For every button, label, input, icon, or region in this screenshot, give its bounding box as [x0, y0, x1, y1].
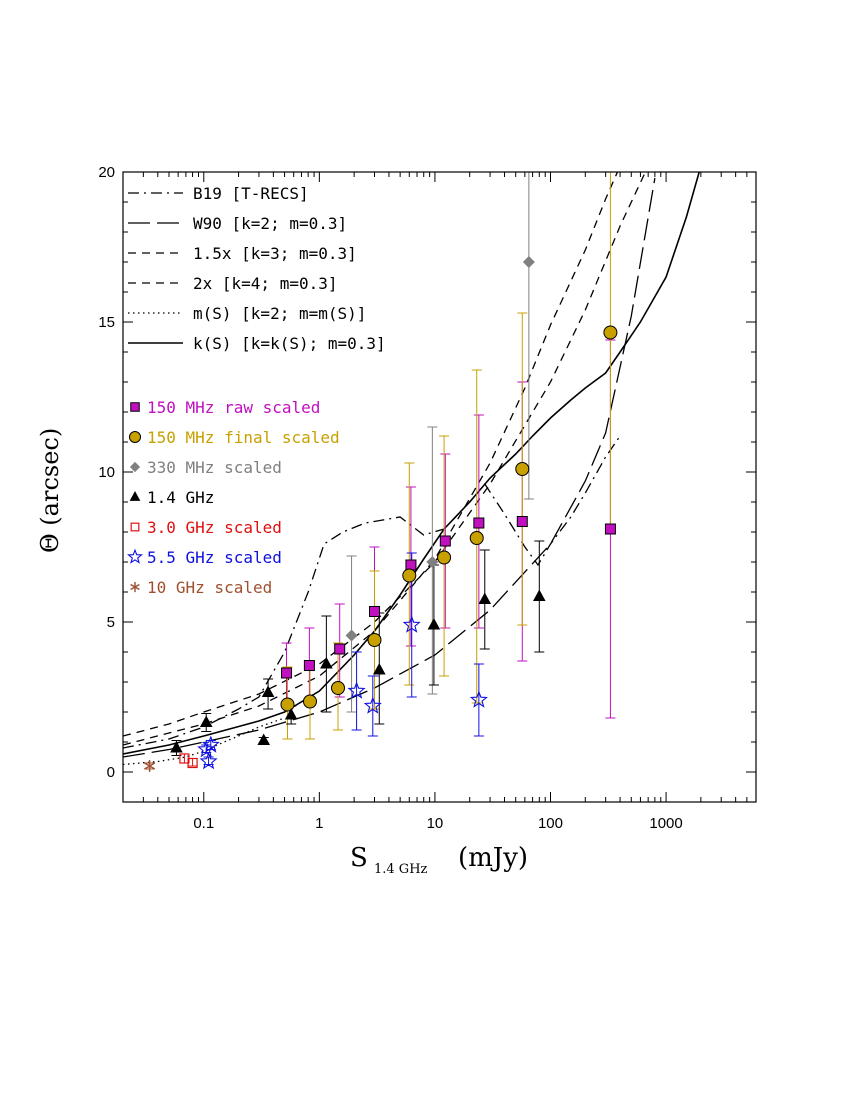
y-tick-label: 0	[107, 764, 115, 781]
marker-s5-p6	[469, 690, 488, 708]
marker-s1-p6	[469, 531, 484, 545]
marker-s3-p3	[261, 685, 275, 698]
marker-s0-p3	[368, 606, 380, 617]
y-tick-label: 10	[98, 464, 115, 481]
marker-s5-p2	[199, 751, 218, 770]
marker-s5-p4	[363, 696, 382, 714]
marker-s2-p2	[522, 256, 535, 268]
legend-series-label: 150 MHz final scaled	[147, 428, 340, 447]
marker-s0-p0	[281, 667, 293, 679]
curve-k4	[123, 172, 647, 737]
legend-series-label: 330 MHz scaled	[147, 458, 282, 477]
x-tick-label: 1000	[649, 815, 682, 832]
curve-w90	[123, 177, 656, 758]
legend-marker	[129, 491, 141, 501]
marker-s3-p9	[532, 589, 546, 602]
legend-line-label: 1.5x [k=3; m=0.3]	[193, 244, 357, 263]
marker-s5-p3	[347, 681, 366, 699]
marker-s3-p4	[284, 708, 298, 720]
marker-s3-p6	[372, 663, 386, 675]
curve-k3	[123, 172, 619, 746]
marker-s0-p7	[516, 516, 528, 527]
marker-s2-p0	[345, 629, 358, 642]
marker-s3-p0	[170, 741, 183, 753]
y-tick-label: 20	[98, 164, 115, 181]
marker-s3-p8	[478, 592, 492, 605]
x-tick-label: 0.1	[193, 815, 214, 832]
x-tick-label: 100	[538, 815, 563, 832]
legend-series-label: 150 MHz raw scaled	[147, 398, 320, 417]
model-curves	[123, 172, 701, 766]
legend-series-label: 5.5 GHz scaled	[147, 548, 282, 567]
marker-s1-p4	[402, 568, 417, 583]
x-axis-label-subscript: 1.4 GHz	[374, 862, 428, 877]
legend-line-label: 2x [k=4; m=0.3]	[193, 274, 338, 293]
marker-s1-p5	[437, 550, 452, 565]
axes: 0.1 1 10 100 1000 0 5 10 15 20	[98, 164, 757, 832]
marker-s4-p1	[187, 757, 198, 769]
x-axis-label-unit: (mJy)	[458, 843, 528, 873]
y-tick-label: 5	[107, 614, 115, 631]
y-axis-label: Θ (arcsec)	[36, 428, 64, 553]
data-markers	[144, 256, 618, 773]
legend-marker	[130, 402, 140, 412]
legend-series-label: 3.0 GHz scaled	[147, 518, 282, 537]
legend-marker	[129, 461, 141, 473]
marker-s1-p3	[367, 633, 382, 647]
marker-s3-p1	[199, 715, 213, 728]
legend-series-label: 1.4 GHz	[147, 488, 214, 507]
marker-s3-p2	[257, 733, 271, 746]
legend-marker	[128, 430, 142, 444]
marker-s3-p7	[427, 618, 441, 630]
legend-series-label: 10 GHz scaled	[147, 578, 272, 597]
legend-marker	[126, 548, 144, 564]
plot-frame	[122, 171, 757, 803]
curve-b19	[123, 435, 621, 749]
legend-line-label: m(S) [k=2; m=m(S)]	[193, 304, 366, 323]
marker-s5-p1	[201, 735, 220, 753]
marker-s1-p7	[515, 462, 530, 476]
marker-s2-p1	[426, 556, 439, 568]
marker-s1-p2	[331, 681, 346, 695]
marker-s3-p5	[320, 657, 333, 669]
y-tick-label: 15	[98, 314, 115, 331]
marker-s0-p4	[405, 559, 417, 571]
marker-s0-p2	[334, 643, 346, 655]
x-tick-label: 1	[315, 815, 323, 832]
marker-s1-p0	[280, 697, 295, 712]
curve-ks	[123, 172, 701, 755]
legend-marker	[130, 522, 140, 532]
legend-line-label: W90 [k=2; m=0.3]	[193, 214, 347, 233]
legend: B19 [T-RECS] W90 [k=2; m=0.3] 1.5x [k=3; m…	[126, 184, 386, 597]
legend-line-label: k(S) [k=k(S); m=0.3]	[193, 334, 386, 353]
marker-s0-p6	[473, 517, 485, 529]
marker-s5-p0	[197, 739, 216, 758]
marker-s6-p0	[144, 759, 156, 773]
marker-s1-p8	[603, 325, 618, 340]
marker-s1-p1	[303, 694, 318, 709]
marker-s0-p1	[303, 660, 315, 671]
marker-s5-p5	[402, 615, 421, 633]
x-tick-label: 10	[427, 815, 444, 832]
legend-line-label: B19 [T-RECS]	[193, 184, 309, 203]
axis-labels: S 1.4 GHz (mJy) Θ (arcsec)	[36, 428, 528, 877]
x-axis-label: S	[350, 843, 368, 873]
marker-s0-p5	[439, 535, 451, 547]
marker-s0-p8	[604, 523, 616, 535]
legend-marker	[130, 581, 140, 593]
